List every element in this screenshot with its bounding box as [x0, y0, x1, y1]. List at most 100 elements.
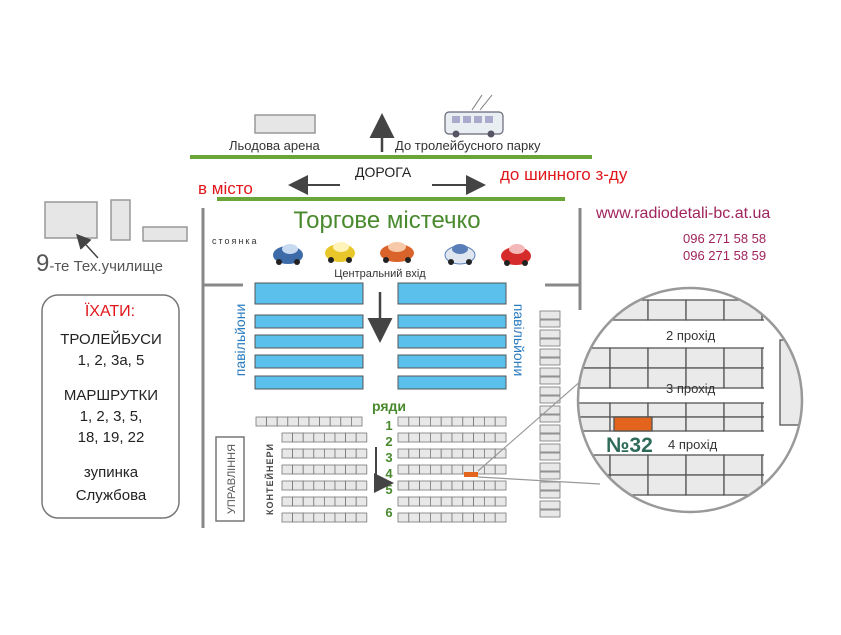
stall-cell	[355, 448, 368, 459]
stall-cell	[308, 416, 321, 427]
stall-row-right-3	[397, 448, 507, 459]
stall-cell	[429, 432, 442, 443]
zoom-stall	[685, 347, 725, 369]
pavilion-top-left	[254, 282, 364, 305]
zoom-stall	[723, 347, 763, 369]
stall-cell	[355, 464, 368, 475]
right-stall-a	[539, 462, 561, 472]
zoom-stall	[647, 402, 687, 418]
stall-row-left-3	[281, 448, 368, 459]
stall-cell	[494, 464, 507, 475]
right-stall-a	[539, 329, 561, 339]
stall-cell	[419, 432, 431, 443]
row-number-6: 6	[385, 505, 392, 520]
stall-row-right-7	[397, 512, 507, 523]
stall-cell	[302, 480, 315, 491]
stall-cell	[313, 512, 325, 523]
stall-cell	[313, 432, 325, 443]
zoom-stall	[685, 402, 725, 418]
stall-cell	[323, 512, 336, 523]
trolley-numbers: 1, 2, 3а, 5	[78, 352, 145, 369]
zoom-stall	[723, 454, 763, 476]
stall-cell	[302, 448, 315, 459]
stall-cell	[397, 432, 410, 443]
stall-cell	[451, 432, 464, 443]
stall-cell	[397, 480, 410, 491]
row-number-3: 3	[385, 450, 392, 465]
right-stall-a	[539, 500, 561, 510]
stall-cell	[281, 512, 294, 523]
right-stall-b	[539, 509, 561, 518]
school-pointer	[75, 233, 99, 259]
zoom-row-6	[578, 454, 801, 476]
stall-cell	[473, 512, 485, 523]
zoom-inset: 2 прохід 3 прохід 4 прохід №32	[576, 286, 804, 514]
ice-arena-building	[254, 114, 316, 134]
right-stall-a	[539, 367, 561, 377]
car-icon-blue	[273, 244, 303, 265]
stall-cell	[419, 448, 431, 459]
stall-cell	[287, 416, 299, 427]
stall-cell	[429, 512, 442, 523]
stall-cell	[419, 480, 431, 491]
right-stall-a	[539, 348, 561, 358]
market-walls	[201, 208, 582, 528]
stall-32-marker	[464, 472, 478, 477]
stall-cell	[462, 512, 474, 523]
stall-cell	[334, 432, 347, 443]
zoom-stall-32	[613, 416, 653, 432]
stall-cell	[323, 464, 336, 475]
right-stall-b	[539, 357, 561, 366]
stall-cell	[408, 512, 420, 523]
zoom-stall	[578, 367, 611, 389]
stall-cell	[355, 480, 368, 491]
stall-cell	[292, 496, 304, 507]
right-stall-b	[539, 376, 561, 385]
right-stall-b	[539, 433, 561, 442]
phone-1: 096 271 58 58	[683, 231, 766, 246]
stall-cell	[323, 496, 336, 507]
stall-cell	[292, 432, 304, 443]
right-stall-b	[539, 319, 561, 328]
stall-cell	[345, 512, 357, 523]
zoom-stall	[723, 367, 763, 389]
stall-cell	[408, 432, 420, 443]
stall-cell	[397, 416, 410, 427]
stall-cell	[473, 432, 485, 443]
stall-cell	[494, 432, 507, 443]
stall-cell	[408, 496, 420, 507]
stall-cell	[494, 480, 507, 491]
stall-cell	[334, 496, 347, 507]
stall-cell	[292, 448, 304, 459]
pavilion-left-4	[254, 375, 364, 390]
stall-cell	[345, 480, 357, 491]
zoom-stall	[647, 454, 687, 476]
zoom-stall	[609, 402, 649, 418]
stall-cell	[483, 512, 496, 523]
stall-cell	[302, 512, 315, 523]
zoom-stall	[723, 402, 763, 418]
stall-cell	[408, 464, 420, 475]
zoom-stall	[685, 454, 725, 476]
right-stall-b	[539, 414, 561, 423]
zoom-stall	[647, 474, 687, 496]
right-stall-b	[539, 452, 561, 461]
to-city-label: в місто	[198, 179, 253, 198]
stall-cell	[419, 512, 431, 523]
transport-box	[41, 294, 180, 519]
stall-cell	[462, 496, 474, 507]
right-stall-b	[539, 490, 561, 499]
stall-cell	[483, 432, 496, 443]
stall-cell	[440, 448, 453, 459]
stall-cell	[451, 464, 464, 475]
zoom-stall	[685, 474, 725, 496]
zoom-stall	[578, 347, 611, 369]
zoom-stall	[647, 299, 687, 321]
stall-row-left-2	[281, 432, 368, 443]
stall-cell	[266, 416, 278, 427]
stall-cell	[355, 496, 368, 507]
minibus-label: МАРШРУТКИ	[64, 387, 158, 404]
stall-cell	[345, 496, 357, 507]
stall-cell	[319, 416, 331, 427]
stall-cell	[494, 416, 507, 427]
